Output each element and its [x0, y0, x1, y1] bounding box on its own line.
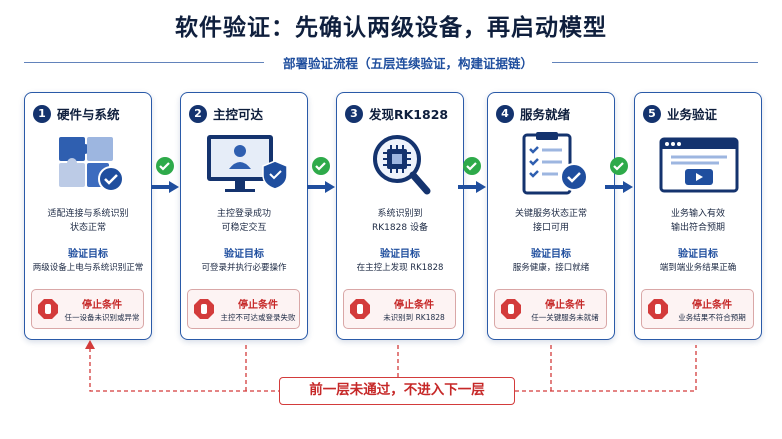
step-number: 2 — [189, 104, 207, 123]
step-number: 3 — [345, 104, 363, 123]
stop-condition-box: 停止条件 业务结果不符合预期 — [641, 289, 754, 329]
stop-label: 停止条件 — [545, 300, 585, 311]
step-description: 业务输入有效 输出符合预期 — [670, 209, 725, 233]
step-card-1: 1 硬件与系统 适配连接与系统识别 状态正常 验证目标 两级设备上电与系统识别正常… — [24, 92, 152, 340]
subtitle: 部署验证流程（五层连续验证，构建证据链） — [282, 56, 533, 71]
goal-label: 验证目标 — [68, 249, 108, 260]
stop-hand-icon — [194, 299, 214, 319]
check-circle-icon — [307, 157, 335, 193]
goal-text: 服务健康，接口就绪 — [512, 263, 590, 273]
footer-note: 前一层未通过，不进入下一层 — [279, 377, 515, 405]
step-description: 关键服务状态正常 接口可用 — [514, 209, 587, 233]
step-title: 发现RK1828 — [369, 107, 449, 122]
stop-hand-icon — [38, 299, 58, 319]
stop-label: 停止条件 — [692, 300, 732, 311]
step-card-4: 4 服务就绪 关键服务状态正常 接口可用 验证目标 服务健康，接口就绪 停止条件 … — [487, 92, 615, 340]
step-description: 适配连接与系统识别 状态正常 — [47, 209, 129, 233]
stop-condition-box: 停止条件 任一设备未识别或异常 — [31, 289, 144, 329]
stop-text: 任一设备未识别或异常 — [64, 313, 140, 322]
stop-hand-icon — [350, 299, 370, 319]
divider-right — [552, 62, 758, 63]
stop-text: 主控不可达或登录失败 — [220, 313, 296, 322]
page-title: 软件验证：先确认两级设备，再启动模型 — [175, 15, 607, 41]
step-title: 服务就绪 — [520, 107, 571, 122]
step-description: 系统识别到 RK1828 设备 — [372, 209, 428, 233]
check-circle-icon — [151, 157, 179, 193]
goal-text: 端到端业务结果正确 — [659, 263, 737, 273]
step-card-3: 3 发现RK1828 系统识别到 RK1828 设备 验证目标 在主控上发现 RK… — [336, 92, 464, 340]
step-card-5: 5 业务验证 业务输入有效 输出符合预期 验证目标 端到端业务结果正确 停止条件 … — [634, 92, 762, 340]
stop-condition-box: 停止条件 未识别到 RK1828 — [343, 289, 456, 329]
goal-text: 在主控上发现 RK1828 — [356, 263, 444, 273]
stop-condition-box: 停止条件 主控不可达或登录失败 — [187, 289, 300, 329]
step-description: 主控登录成功 可稳定交互 — [216, 209, 271, 233]
goal-label: 验证目标 — [531, 249, 571, 260]
step-title: 硬件与系统 — [57, 107, 120, 122]
goal-text: 可登录并执行必要操作 — [201, 263, 287, 273]
step-card-2: 2 主控可达 主控登录成功 可稳定交互 验证目标 可登录并执行必要操作 停止条件 … — [180, 92, 308, 340]
step-number: 4 — [496, 104, 514, 123]
stop-condition-box: 停止条件 任一关键服务未就绪 — [494, 289, 607, 329]
stop-label: 停止条件 — [238, 300, 278, 311]
stop-hand-icon — [501, 299, 521, 319]
browser-play-icon — [659, 137, 739, 193]
check-circle-icon — [458, 157, 486, 193]
step-number: 5 — [643, 104, 661, 123]
puzzle-icon — [59, 137, 124, 192]
goal-label: 验证目标 — [224, 249, 264, 260]
goal-label: 验证目标 — [380, 249, 420, 260]
check-circle-icon — [605, 157, 633, 193]
chip-magnifier-icon — [373, 135, 431, 195]
checklist-icon — [522, 132, 588, 195]
stop-label: 停止条件 — [394, 300, 434, 311]
stop-text: 未识别到 RK1828 — [383, 313, 445, 322]
stop-hand-icon — [648, 299, 668, 319]
stop-text: 任一关键服务未就绪 — [531, 313, 599, 322]
step-title: 主控可达 — [213, 107, 264, 122]
stop-label: 停止条件 — [82, 300, 122, 311]
goal-label: 验证目标 — [678, 249, 718, 260]
step-number: 1 — [33, 104, 51, 123]
stop-text: 业务结果不符合预期 — [678, 313, 746, 322]
goal-text: 两级设备上电与系统识别正常 — [32, 263, 144, 273]
monitor-user-icon — [207, 135, 288, 192]
divider-left — [24, 62, 264, 63]
step-title: 业务验证 — [667, 107, 718, 122]
